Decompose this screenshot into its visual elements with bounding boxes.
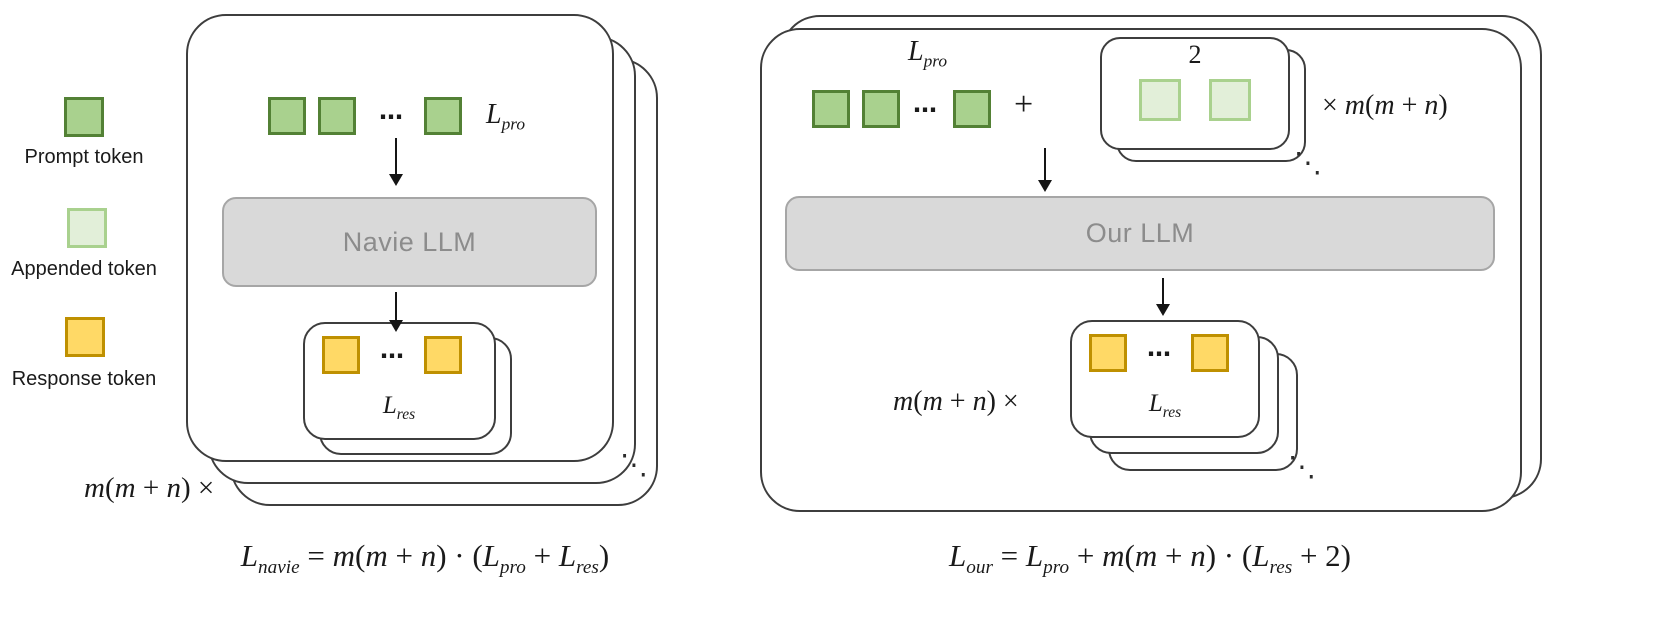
response-length-label: Lres xyxy=(1148,390,1182,421)
our-llm-label: Our LLM xyxy=(1085,218,1195,248)
arrow-head xyxy=(1155,304,1170,316)
prompt-row-ellipsis: ⋯ xyxy=(913,96,937,124)
prompt-length-label: Lpro xyxy=(486,99,526,134)
response-token xyxy=(1191,334,1229,372)
appended-card-front xyxy=(1100,37,1290,150)
prompt-row-ellipsis: ⋯ xyxy=(379,103,403,131)
down-arrow xyxy=(388,138,404,186)
our-llm-box: Our LLM xyxy=(785,196,1495,271)
appended-count-label: 2 xyxy=(1188,40,1202,69)
response-token-swatch xyxy=(65,317,105,357)
prompt-token-swatch xyxy=(64,97,104,137)
response-token xyxy=(424,336,462,374)
appended-token xyxy=(1139,79,1181,121)
response-row-ellipsis: ⋯ xyxy=(380,342,404,370)
prompt-length-label: Lpro xyxy=(908,36,948,71)
naive-formula: Lnavie = m(m + n) · (Lpro + Lres) xyxy=(240,538,610,579)
arrow-shaft xyxy=(1043,148,1047,182)
legend-label-response: Response token xyxy=(11,368,157,390)
prompt-token xyxy=(953,90,991,128)
arrow-head xyxy=(388,320,403,332)
appended-token-swatch xyxy=(67,208,107,248)
arrow-head xyxy=(388,174,403,186)
response-token xyxy=(1089,334,1127,372)
naive-llm-label: Navie LLM xyxy=(342,226,477,257)
response-stack-ellipsis: ⋱ xyxy=(1288,450,1316,483)
prompt-token xyxy=(424,97,462,135)
prompt-token xyxy=(862,90,900,128)
prompt-token xyxy=(318,97,356,135)
arrow-shaft xyxy=(394,138,398,176)
down-arrow xyxy=(1155,278,1171,316)
legend-label-prompt: Prompt token xyxy=(24,146,144,168)
response-stack-multiplier: m(m + n) × xyxy=(893,386,1019,417)
response-token xyxy=(322,336,360,374)
response-row-ellipsis: ⋯ xyxy=(1147,340,1171,368)
down-arrow xyxy=(1037,148,1053,192)
appended-stack-ellipsis: ⋱ xyxy=(1294,146,1322,179)
naive-stack-ellipsis: ⋱ xyxy=(620,448,648,481)
naive-llm-box: Navie LLM xyxy=(222,197,597,287)
arrow-shaft xyxy=(1161,278,1165,306)
legend-label-appended: Appended token xyxy=(11,258,157,280)
plus-operator: + xyxy=(1014,86,1034,123)
response-length-label: Lres xyxy=(382,392,416,423)
naive-stack-multiplier: m(m + n) × xyxy=(84,472,215,504)
appended-token xyxy=(1209,79,1251,121)
appended-multiplier: × m(m + n) xyxy=(1322,90,1448,121)
prompt-token xyxy=(812,90,850,128)
arrow-head xyxy=(1037,180,1052,192)
prompt-token xyxy=(268,97,306,135)
arrow-shaft xyxy=(394,292,398,322)
our-formula: Lour = Lpro + m(m + n) · (Lres + 2) xyxy=(948,538,1352,579)
down-arrow xyxy=(388,292,404,332)
